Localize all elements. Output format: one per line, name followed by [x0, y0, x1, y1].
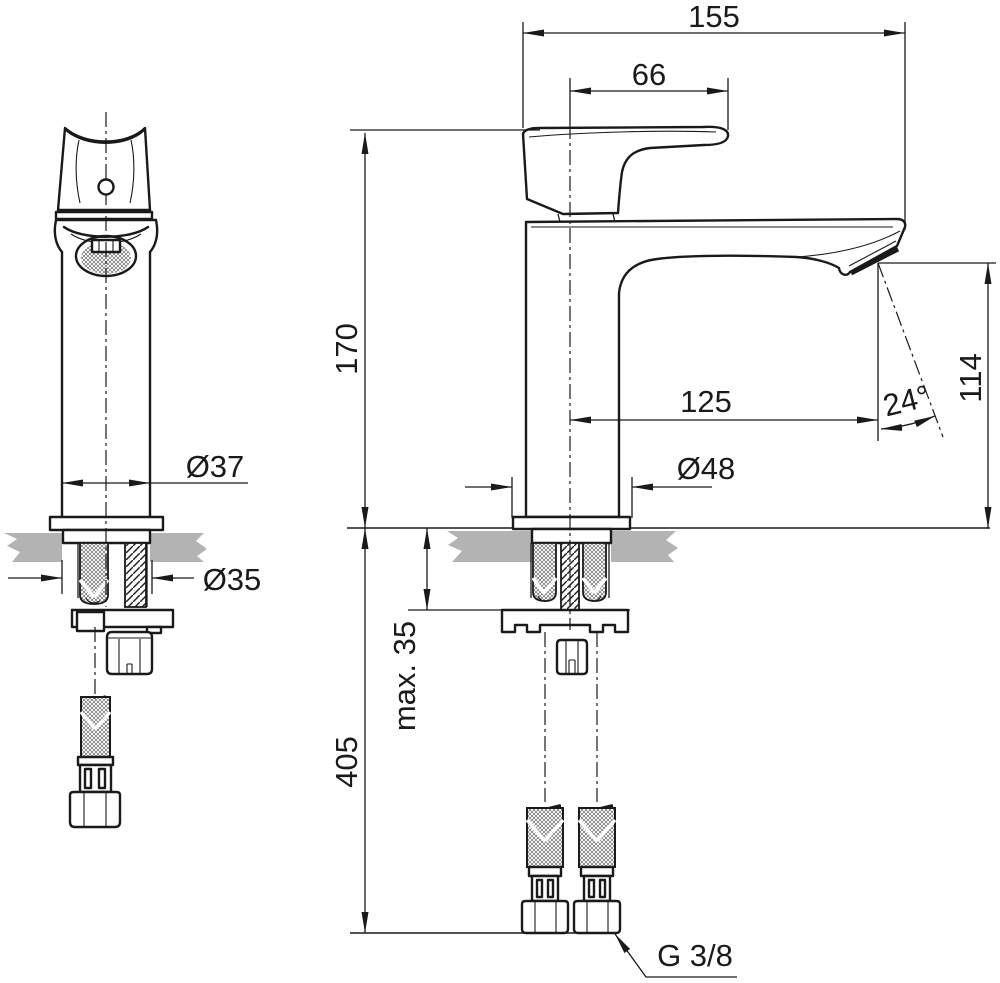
counter-front-left [4, 533, 62, 562]
dim-hole-diameter-35: Ø35 [8, 562, 261, 597]
dim-body-height-170: 170 [329, 133, 369, 528]
dim-hose-length-405: 405 [329, 528, 369, 933]
dim-label: Ø48 [677, 451, 736, 486]
side-outlet [849, 246, 900, 276]
dim-body-diameter-37: Ø37 [62, 449, 248, 487]
side-mounting-bracket [500, 608, 630, 634]
front-handle-collar [54, 210, 154, 221]
side-base-flange [511, 515, 632, 531]
front-handle-indicator [97, 178, 115, 196]
dim-base-diameter-48: Ø48 [465, 451, 736, 491]
dim-label: 66 [632, 57, 666, 92]
counter-front-right [150, 533, 207, 562]
dim-spout-reach-125: 125 [570, 384, 878, 424]
dim-label: 24° [879, 378, 933, 423]
countertop [4, 531, 678, 562]
dim-outlet-height-114: 114 [953, 263, 992, 528]
side-base-sub-flange [530, 527, 613, 545]
side-supply-hose-left [520, 804, 570, 935]
side-view [350, 125, 907, 935]
dim-label: 125 [680, 384, 732, 419]
counter-side-left [447, 531, 532, 562]
dim-max-deck-35: max. 35 [387, 528, 431, 731]
dim-outlet-angle-24: 24° [879, 378, 936, 431]
dim-thread-g38: G 3/8 [614, 933, 737, 978]
dim-label: G 3/8 [657, 938, 733, 973]
front-threaded-shank [124, 542, 147, 608]
dim-label: 170 [329, 323, 364, 375]
side-mounting-nut [555, 638, 589, 676]
side-supply-hose-right [572, 804, 622, 935]
side-handle-lever [521, 125, 730, 216]
water-stream-centerline [877, 262, 944, 438]
dim-label: Ø35 [203, 562, 262, 597]
dim-overall-depth-155: 155 [523, 0, 905, 37]
dim-label: max. 35 [387, 621, 422, 731]
dim-handle-length-66: 66 [570, 57, 728, 95]
dim-label: 155 [688, 0, 740, 34]
front-hose-nut [68, 790, 122, 829]
dim-label: 114 [953, 353, 988, 402]
dimensions: 155 66 170 405 max. 35 114 125 24° [8, 0, 996, 978]
counter-side-right [611, 531, 678, 562]
front-view [48, 126, 175, 829]
front-body [60, 250, 152, 519]
dim-label: 405 [329, 736, 364, 788]
front-handle [56, 126, 152, 212]
front-mounting-nut [105, 630, 154, 676]
dim-label: Ø37 [186, 449, 245, 484]
